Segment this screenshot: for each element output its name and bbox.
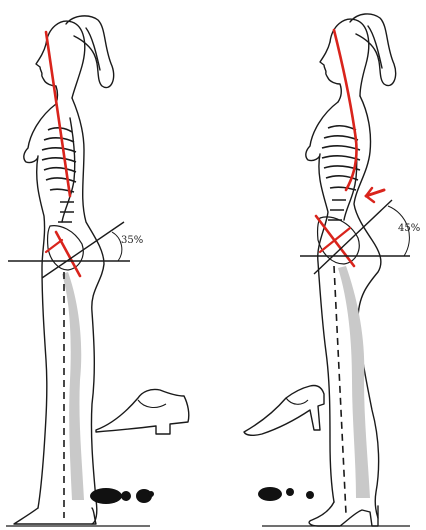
high-heel-body-outline [306, 14, 396, 526]
flat-footprint [90, 488, 154, 504]
high-heel-footprint [258, 487, 314, 501]
high-heel-posture-panel [244, 14, 410, 526]
flat-ribcage [42, 128, 76, 222]
high-heel-angle-label: 45% [398, 224, 420, 234]
flat-leg-shading [62, 272, 84, 500]
high-heel-pelvic-cross-line [320, 228, 350, 252]
flat-angle-label: 35% [121, 236, 143, 246]
high-heel-shoe-illustration [244, 385, 324, 435]
flat-posture-panel [6, 16, 189, 526]
high-heel-gravity-line [334, 266, 346, 514]
flat-sacral-angle-line [42, 222, 124, 278]
flat-shoe-illustration [96, 389, 189, 434]
flat-spine-axis-line [46, 32, 70, 196]
high-heel-pelvis [318, 217, 360, 264]
